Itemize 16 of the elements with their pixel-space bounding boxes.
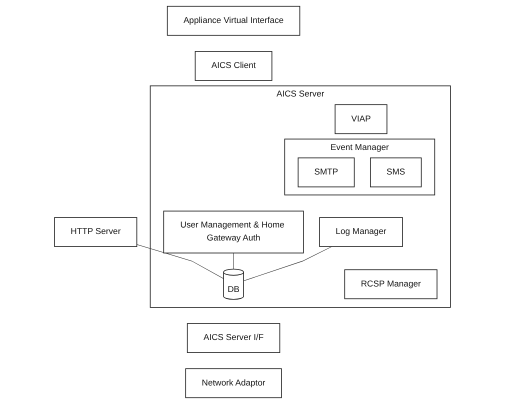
- cluster: [284, 138, 436, 196]
- node-box: [194, 51, 272, 81]
- node-box: [163, 210, 304, 254]
- node-box: [334, 104, 388, 134]
- node-box: [186, 323, 280, 353]
- node-box: [319, 217, 403, 247]
- node-box: [166, 6, 300, 36]
- node-box: [185, 368, 282, 398]
- node-box: [298, 157, 355, 188]
- connector: [136, 244, 224, 279]
- connector: [233, 252, 234, 270]
- connector: [243, 246, 332, 282]
- node-box: [54, 217, 138, 247]
- cluster: [150, 85, 451, 308]
- node-box: [370, 157, 422, 188]
- node-box: [344, 269, 438, 300]
